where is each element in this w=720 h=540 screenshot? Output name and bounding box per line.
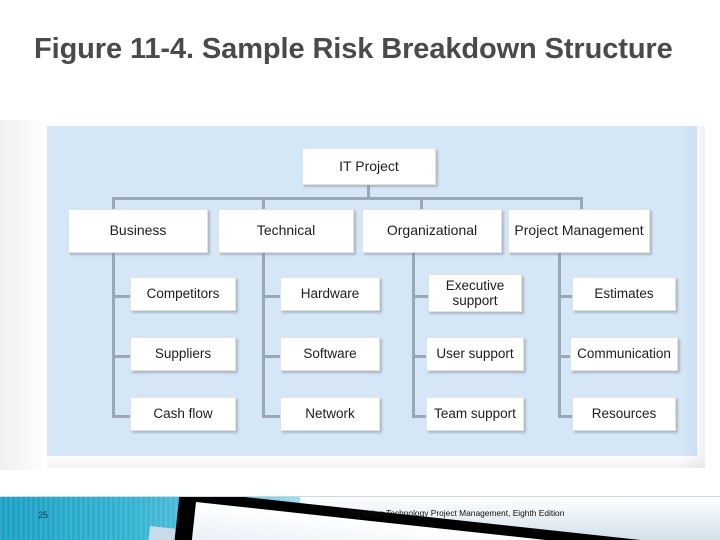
connector-stub-estimates <box>558 295 580 298</box>
footer-text: Information Technology Project Managemen… <box>342 508 565 518</box>
connector-spine-organizational <box>412 252 415 417</box>
connector-stub-communication <box>558 355 580 358</box>
node-estimates[interactable]: Estimates <box>572 277 676 311</box>
connector-spine-technical <box>262 252 265 417</box>
connector-spine-business <box>112 252 115 417</box>
slide-footer-band: 25 Information Technology Project Manage… <box>0 496 720 540</box>
connector-stub-executive-support <box>412 295 434 298</box>
connector-spine-projectmanagement <box>558 252 561 417</box>
connector-drop-business <box>112 197 115 209</box>
node-user-support[interactable]: User support <box>426 337 524 371</box>
connector-drop-organizational <box>420 197 423 209</box>
node-suppliers[interactable]: Suppliers <box>130 337 236 371</box>
panel-left-shadow <box>0 120 48 470</box>
node-cash-flow[interactable]: Cash flow <box>130 397 236 431</box>
connector-stub-suppliers <box>112 355 134 358</box>
node-executive-support[interactable]: Executive support <box>428 274 522 312</box>
node-project-management[interactable]: Project Management <box>508 209 650 253</box>
band-top-divider <box>0 496 720 497</box>
connector-drop-technical <box>262 197 265 209</box>
connector-stub-user-support <box>412 355 434 358</box>
connector-main-bus <box>112 197 582 200</box>
node-hardware[interactable]: Hardware <box>280 277 380 311</box>
node-organizational[interactable]: Organizational <box>362 209 502 253</box>
connector-stub-team-support <box>412 415 434 418</box>
node-communication[interactable]: Communication <box>570 337 678 371</box>
node-resources[interactable]: Resources <box>572 397 676 431</box>
node-network[interactable]: Network <box>280 397 380 431</box>
connector-stub-cashflow <box>112 415 134 418</box>
connector-stub-network <box>262 415 284 418</box>
slide-number: 25 <box>38 510 49 520</box>
page-title: Figure 11-4. Sample Risk Breakdown Struc… <box>34 33 673 65</box>
node-business[interactable]: Business <box>68 209 208 253</box>
node-software[interactable]: Software <box>280 337 380 371</box>
connector-stub-resources <box>558 415 580 418</box>
connector-stub-hardware <box>262 295 284 298</box>
node-team-support[interactable]: Team support <box>426 397 524 431</box>
connector-stub-software <box>262 355 284 358</box>
connector-drop-projectmanagement <box>580 197 583 209</box>
node-it-project[interactable]: IT Project <box>302 148 436 185</box>
node-competitors[interactable]: Competitors <box>130 277 236 311</box>
connector-stub-competitors <box>112 295 134 298</box>
node-technical[interactable]: Technical <box>218 209 354 253</box>
connector-root-down <box>367 185 370 199</box>
